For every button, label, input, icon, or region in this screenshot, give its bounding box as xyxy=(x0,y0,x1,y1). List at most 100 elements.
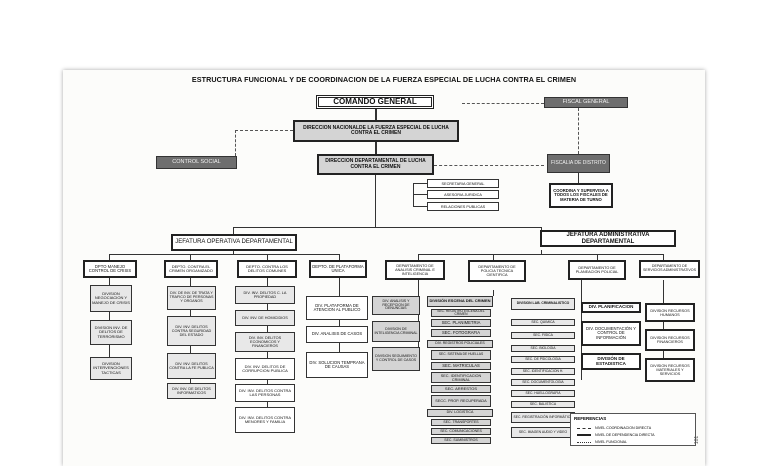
legend-item: NIVEL COORDINACION DIRECTA xyxy=(577,426,651,430)
section-box: SEC. DE PSICOLOGIA xyxy=(511,356,575,363)
legend-label: NIVEL COORDINACION DIRECTA xyxy=(595,426,652,430)
connector-line xyxy=(233,227,541,228)
connector-line xyxy=(493,290,494,296)
legend-item: NIVEL FUNCIONAL xyxy=(577,440,627,444)
fiscal-general-box: FISCAL GENERAL xyxy=(544,97,628,108)
connector-line xyxy=(190,254,191,261)
dept-control-crisis-box: DPTO MANEJO CONTROL DE CRISIS xyxy=(83,260,137,278)
division-box: DIV. PLATAFORMA DE ATENCION AL PUBLICO xyxy=(306,296,368,320)
coordina-supervisa-box: COORDINA Y SUPERVISA A TODOS LOS FISCALE… xyxy=(549,183,613,208)
division-box: DIV. DOCUMENTACIÓN Y CONTROL DE INFORMAC… xyxy=(581,321,641,346)
connector-line xyxy=(413,183,427,184)
dept-delitos-comunes-box: DEPTO. CONTRA LOS DELITOS COMUNES xyxy=(237,260,297,278)
section-box: SEC. REGISTRACIÓN INFORMÁTICA xyxy=(511,412,575,423)
division-box: DIV. INV. DELITOS CONTRA SEGURIDAD DEL E… xyxy=(167,316,216,346)
direccion-departamental-box: DIRECCION DEPARTAMENTAL DE LUCHA CONTRA … xyxy=(317,154,434,175)
division-box: DIV. LOGISTICA xyxy=(427,409,493,417)
section-box: SEC. PLANIMETRIA xyxy=(431,319,491,327)
section-box: SEC. TRANSPORTES xyxy=(431,419,491,426)
section-box: SEC. SUMINISTROS xyxy=(431,437,491,444)
section-box: SEC. FOTOGRAFIA xyxy=(431,329,491,337)
division-box: DIV. INV. DELITOS CONTRA LAS PERSONAS xyxy=(235,384,295,402)
section-box: SEC. FISICA xyxy=(511,332,575,339)
division-box: DIV. ANALISIS DE CASOS xyxy=(306,326,368,343)
section-box: SEC. ARRESTOS xyxy=(431,385,491,393)
asesoria-juridica-box: ASESORIA JURIDICA xyxy=(427,190,499,199)
jefatura-administrativa-box: JEFATURA ADMINISTRATIVA DEPARTAMENTAL xyxy=(540,230,676,247)
jefatura-operativa-box: JEFATURA OPERATIVA DEPARTAMENTAL xyxy=(171,234,297,251)
division-box: DIV. INV. DELITOS CONTRA MENORES Y FAMIL… xyxy=(235,407,295,433)
dept-analisis-criminal-box: DEPARTAMENTO DE ANALISIS CRIMINAL E INTE… xyxy=(385,260,445,280)
coordination-line xyxy=(462,103,544,104)
dept-policia-tecnica-box: DEPARTAMENTO DE POLICIA TECNICA CIENTIFI… xyxy=(468,260,526,282)
connector-line xyxy=(663,254,664,260)
fiscalia-distrito-box: FISCALIA DE DISTRITO xyxy=(547,154,610,173)
connector-line xyxy=(413,194,427,195)
division-box: DIV. PLANIFICACION xyxy=(581,302,641,313)
section-box: SECC. PROP. RECUPERADA xyxy=(431,395,491,407)
coordination-line xyxy=(434,165,544,166)
relaciones-publicas-box: RELACIONES PUBLICAS xyxy=(427,202,499,211)
division-box: DIV. REGISTROS POLICIALES xyxy=(427,340,493,348)
connector-line xyxy=(418,254,419,260)
org-chart-page: ESTRUCTURA FUNCIONAL Y DE COORDINACION D… xyxy=(63,70,705,466)
connector-line xyxy=(267,254,268,261)
division-box: DIV. DE INV. DE TRATA Y TRAFICO DE PERSO… xyxy=(167,286,216,310)
section-box: SEC. HUELLOGRAFIA xyxy=(511,390,575,397)
division-box: DIVISION DE INTELIGENCIA CRIMINAL xyxy=(372,321,420,342)
division-box: DIVISION RECURSOS MATERIALES Y SERVICIOS xyxy=(645,358,695,382)
connector-line xyxy=(541,250,542,254)
division-box: DIVISIÓN ESCENA DEL CRIMEN xyxy=(427,296,493,307)
division-box: DIVISION NEGOCIACION Y MANEJO DE CRISIS xyxy=(90,285,132,312)
division-box: DIV. INV. DELITOS ECONOMICOS Y FINANCIER… xyxy=(235,332,295,352)
connector-line xyxy=(418,254,663,255)
chart-title: ESTRUCTURA FUNCIONAL Y DE COORDINACION D… xyxy=(191,75,577,84)
legend-swatch xyxy=(577,434,591,436)
legend-label: NIVEL FUNCIONAL xyxy=(595,440,628,444)
legend-item: NIVEL DE DEPENDENCIA DIRECTA xyxy=(577,433,655,437)
legend-title: REFERENCIAS xyxy=(574,416,607,421)
connector-line xyxy=(597,254,598,260)
legend-swatch xyxy=(577,441,591,443)
legend-swatch xyxy=(577,427,591,429)
division-box: DIVISIÓN DE ESTADISTICA xyxy=(581,353,641,370)
division-box: DIV. INV. DELITOS DE CORRUPCION PUBLICA xyxy=(235,358,295,380)
section-box: SEC. BALISTICA xyxy=(511,401,575,408)
section-box: SEC. SISTEMA DE HUELLAS xyxy=(431,350,491,360)
connector-line xyxy=(578,173,579,183)
connector-line xyxy=(375,106,377,120)
division-box: DIVISION INTERVENCIONES TACTICAS xyxy=(90,357,132,380)
dept-crimen-organizado-box: DEPTO. CONTRA EL CRIMEN ORGANIZADO xyxy=(164,260,218,278)
page-number: 101 xyxy=(694,435,701,445)
section-box: SEC. IDENTIFICACION CRIMINAL xyxy=(431,372,491,383)
division-box: DIV. ANALISIS Y RECEPCION DE DENUNCIAS xyxy=(372,296,420,315)
connector-line xyxy=(375,175,376,227)
control-social-box: CONTROL SOCIAL xyxy=(156,156,237,169)
division-box: DIV. INV. DE HOMICIDIOS xyxy=(235,310,295,326)
division-box: DIV. SOLUCION TEMPRANA DE CAUSAS xyxy=(306,352,368,378)
comando-general-box: COMANDO GENERAL xyxy=(316,95,434,109)
connector-line xyxy=(413,206,427,207)
section-box: SEC. IDENTIFICACION H. xyxy=(511,368,575,375)
legend-label: NIVEL DE DEPENDENCIA DIRECTA xyxy=(595,433,655,437)
division-box: DIV. INV. DE DELITOS INFORMATICOS xyxy=(167,383,216,399)
division-box: DIV. INV. DELITOS CONTRA LA FE PUBLICA xyxy=(167,353,216,379)
section-box: SEC. BIOLOGIA xyxy=(511,345,575,352)
connector-line xyxy=(493,254,494,260)
legend: REFERENCIAS NIVEL COORDINACION DIRECTA N… xyxy=(570,413,696,446)
division-box: DIVISION INV. DE DELITOS DE TERRORISMO xyxy=(90,320,132,345)
dept-plataforma-unica-box: DEPTO. DE PLATAFORMA UNICA xyxy=(309,260,367,278)
connector-line xyxy=(375,142,377,154)
division-box: DIVISION RECURSOS FINANCIEROS xyxy=(645,329,695,351)
connector-line xyxy=(418,280,419,358)
connector-line xyxy=(109,254,110,261)
section-box: SEC. COMUNICACIONES xyxy=(431,428,491,435)
coordination-line xyxy=(235,130,293,131)
connector-line xyxy=(233,227,234,237)
section-box: SEC. MATRICULAS xyxy=(431,362,491,370)
connector-line xyxy=(233,250,234,254)
division-box: DIV. INV. DELITOS C. LA PROPIEDAD xyxy=(235,286,295,304)
division-box: DIVISION RECURSOS HUMANOS xyxy=(645,303,695,322)
section-box: SEC. QUIMICA xyxy=(511,319,575,326)
dept-planeacion-box: DEPARTAMENTO DE PLANEACION POLICIAL xyxy=(568,260,626,280)
